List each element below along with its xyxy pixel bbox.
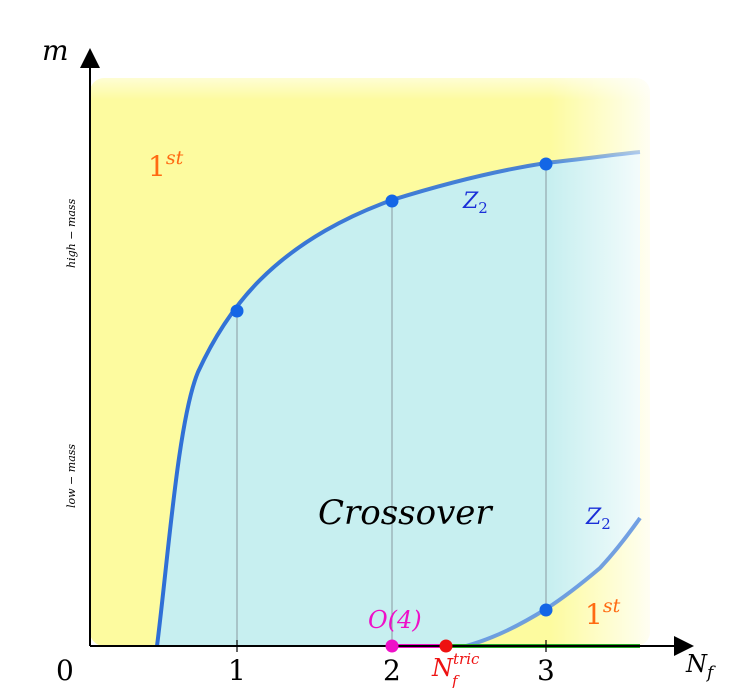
marker-upper-1 [230, 304, 244, 318]
x-tick-label-1: 1 [228, 654, 246, 687]
y-side-label-low-mass: low − mass [65, 444, 78, 508]
z2-upper-label: Z2 [462, 189, 488, 217]
marker-upper-2 [385, 194, 399, 208]
x-tick-label-3: 3 [537, 654, 555, 687]
z2-lower-label: Z2 [585, 505, 611, 533]
first-order-label-lower: 1st [585, 595, 621, 631]
fade-overlay-top [90, 60, 650, 100]
first-order-label-upper: 1st [148, 147, 184, 183]
x-tick-label-2: 2 [383, 654, 401, 687]
crossover-label: Crossover [318, 493, 493, 533]
y-axis-label: m [42, 34, 69, 67]
marker-upper-3 [539, 157, 553, 171]
x-axis-label: Nf [685, 650, 716, 683]
o4-point [385, 639, 399, 653]
tricritical-point [439, 639, 453, 653]
marker-lower-3 [539, 603, 553, 617]
z2-lower-line [465, 516, 642, 648]
y-side-label-high-mass: high − mass [65, 198, 78, 268]
o4-label: O(4) [368, 606, 422, 634]
origin-label: 0 [56, 654, 74, 687]
